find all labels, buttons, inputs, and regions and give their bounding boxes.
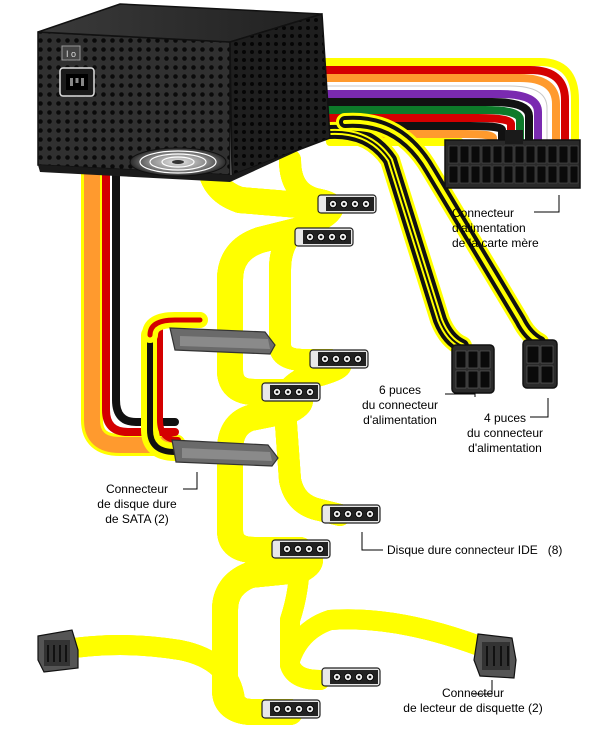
- label-line: Connecteur: [393, 686, 553, 701]
- ide-connector: [318, 195, 376, 213]
- label-ide-connector: Disque dure connecteur IDE (8): [387, 543, 562, 558]
- label-line: d'alimentation: [350, 413, 450, 428]
- sata-connector-lower: [172, 440, 278, 466]
- ide-connector: [322, 668, 380, 686]
- label-line: 6 puces: [350, 383, 450, 398]
- label-line: Connecteur: [452, 206, 539, 221]
- label-line: d'alimentation: [455, 441, 555, 456]
- label-motherboard-connector: Connecteur d'alimentation de la carte mè…: [452, 206, 539, 251]
- floppy-connector-left: [38, 630, 78, 672]
- six-pin-connector: [452, 345, 494, 393]
- label-line: de la carte mère: [452, 236, 539, 251]
- four-pin-connector: [523, 340, 557, 388]
- label-line: d'alimentation: [452, 221, 539, 236]
- floppy-connector-right: [474, 634, 516, 678]
- label-line: du connecteur: [350, 398, 450, 413]
- ide-connector: [310, 350, 368, 368]
- sata-connector-upper: [170, 328, 275, 354]
- ide-connector: [322, 505, 380, 523]
- ide-connector: [272, 540, 330, 558]
- label-line: de lecteur de disquette (2): [393, 701, 553, 716]
- power-supply-unit: I o: [38, 4, 330, 182]
- ide-connector: [295, 228, 353, 246]
- label-six-pin-connector: 6 puces du connecteur d'alimentation: [350, 383, 450, 428]
- label-sata-connector: Connecteur de disque dure de SATA (2): [82, 482, 192, 527]
- label-line: Connecteur: [82, 482, 192, 497]
- label-line: de disque dure: [82, 497, 192, 512]
- label-line: de SATA (2): [82, 512, 192, 527]
- ide-connector: [262, 700, 320, 718]
- label-four-pin-connector: 4 puces du connecteur d'alimentation: [455, 411, 555, 456]
- leader-ide: [362, 532, 383, 550]
- label-line: Disque dure connecteur IDE (8): [387, 543, 562, 558]
- label-floppy-connector: Connecteur de lecteur de disquette (2): [393, 686, 553, 716]
- sata-cable-loop: [92, 165, 200, 452]
- label-line: 4 puces: [455, 411, 555, 426]
- ide-connector: [262, 383, 320, 401]
- svg-text:I o: I o: [66, 49, 76, 59]
- label-line: du connecteur: [455, 426, 555, 441]
